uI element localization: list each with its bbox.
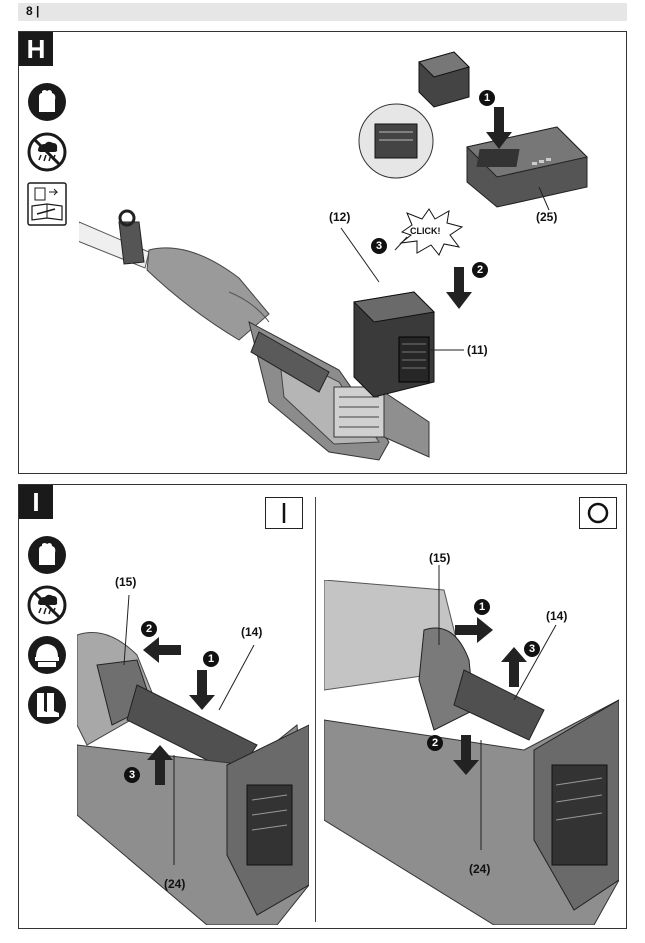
page-number: 8 |	[26, 4, 40, 18]
step-3-badge-right: 3	[524, 641, 540, 657]
helmet-icon	[28, 636, 66, 674]
header-bar: 8 |	[18, 3, 627, 21]
callout-11: (11)	[467, 343, 488, 357]
click-label: CLICK!	[410, 226, 441, 236]
off-state-symbol	[579, 497, 617, 529]
gloves-icon	[28, 83, 66, 121]
zoom-detail	[358, 103, 434, 179]
click-burst	[399, 208, 464, 256]
handle-illustration-right	[324, 580, 619, 925]
on-state-symbol	[265, 497, 303, 529]
step-2-badge-left: 2	[141, 621, 157, 637]
read-manual-icon	[27, 182, 67, 226]
arrow-left-step2	[143, 637, 181, 663]
step-3-badge-left: 3	[124, 767, 140, 783]
leader-lines-i	[123, 565, 557, 865]
no-rain-icon	[27, 585, 67, 625]
callout-14-left: (14)	[241, 625, 263, 639]
leader-lines	[340, 186, 550, 351]
arrow-up-step3-right	[501, 647, 527, 687]
arrow-right-step1	[455, 617, 493, 643]
charger-25	[466, 126, 588, 208]
panel-label-h: H	[19, 32, 53, 66]
down-arrow-step2	[446, 267, 472, 309]
battery-pack-11	[352, 291, 436, 398]
no-rain-icon	[27, 132, 67, 172]
callout-15-right: (15)	[429, 551, 451, 565]
step-2-badge: 2	[472, 262, 488, 278]
handle-illustration-left	[77, 632, 309, 925]
boots-icon	[28, 686, 66, 724]
step-1-badge-right: 1	[474, 599, 490, 615]
panel-divider	[315, 497, 316, 922]
step-3-badge: 3	[371, 238, 387, 254]
callout-24-right: (24)	[469, 862, 491, 876]
step-1-badge: 1	[479, 90, 495, 106]
gloves-icon	[28, 536, 66, 574]
arrow-down-step2-right	[453, 735, 479, 775]
panel-label-i: I	[19, 485, 53, 519]
callout-15-left: (15)	[115, 575, 137, 589]
arrow-up-step3	[147, 745, 173, 785]
battery-small	[418, 51, 470, 108]
figure-panel-h: H	[18, 31, 627, 474]
trimmer-illustration	[79, 209, 430, 461]
arrow-down-step1	[189, 670, 215, 710]
figure-panel-i: I	[18, 484, 627, 929]
step-2-badge-right: 2	[427, 735, 443, 751]
callout-25: (25)	[536, 210, 558, 224]
callout-14-right: (14)	[546, 609, 568, 623]
down-arrow-step1	[486, 107, 512, 149]
callout-24-left: (24)	[164, 877, 186, 891]
callout-12: (12)	[329, 210, 351, 224]
step-1-badge-left: 1	[203, 651, 219, 667]
